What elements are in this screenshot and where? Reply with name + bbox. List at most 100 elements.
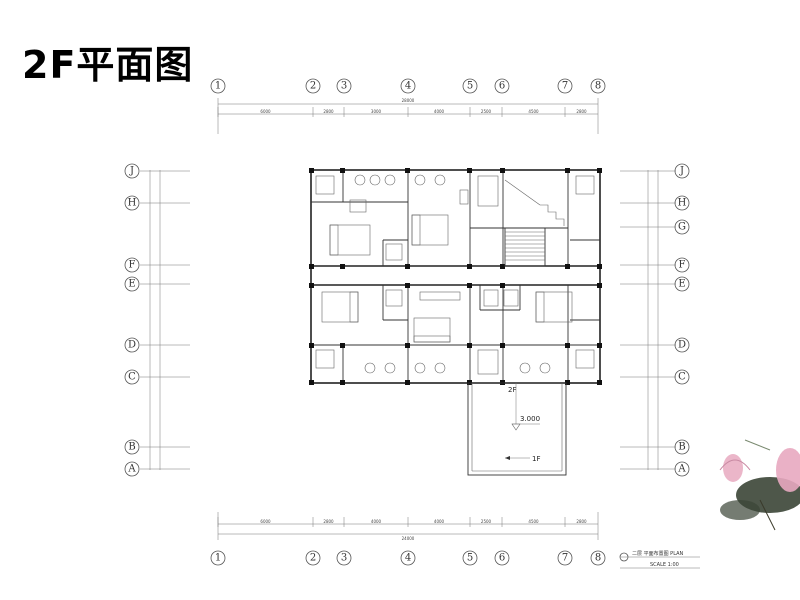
left-axis-E: E (124, 276, 140, 292)
bottom-axis-8: 8 (590, 550, 606, 566)
right-dimension-lines (647, 170, 659, 470)
lotus-leaf-small (720, 500, 760, 520)
top-dimension-2: 2800 (323, 109, 334, 114)
lotus-painting (719, 439, 800, 531)
elevation-label: 3.000 (520, 415, 540, 423)
left-axis-markers: J H FE D C BA (124, 163, 140, 477)
svg-text:8: 8 (595, 81, 601, 92)
svg-text:F: F (679, 260, 686, 271)
svg-text:3: 3 (341, 553, 347, 564)
bottom-dimension-1: 6000 (260, 519, 271, 524)
title-block-line1: 二层 平面布置图 PLAN (632, 550, 684, 557)
left-axis-C: C (124, 369, 140, 385)
svg-text:B: B (128, 442, 135, 453)
bottom-dimension-4: 4000 (434, 519, 445, 524)
right-axis-C: C (674, 369, 690, 385)
svg-text:4: 4 (405, 81, 411, 92)
svg-text:J: J (129, 166, 134, 177)
svg-text:C: C (128, 372, 136, 383)
svg-text:5: 5 (467, 81, 473, 92)
right-axis-E: E (674, 276, 690, 292)
bottom-axis-4: 4 (400, 550, 416, 566)
left-axis-A: A (124, 461, 140, 477)
terrace: 2F 3.000 1F (467, 382, 567, 476)
right-axis-G: G (674, 219, 690, 235)
top-axis-5: 5 (462, 78, 478, 94)
top-dimension-3: 3000 (371, 109, 382, 114)
bottom-axis-7: 7 (557, 550, 573, 566)
bottom-dimension-2: 2800 (323, 519, 334, 524)
bottom-total-dimension: 24000 (402, 536, 415, 541)
top-dimension-5: 2500 (481, 109, 492, 114)
left-dimension-lines (149, 170, 161, 470)
bottom-dimension-5: 2500 (481, 519, 492, 524)
top-axis-3: 3 (336, 78, 352, 94)
svg-text:E: E (678, 279, 685, 290)
svg-text:7: 7 (562, 553, 568, 564)
right-axis-markers: J H G FE D C BA (674, 163, 690, 477)
left-axis-F: F (124, 257, 140, 273)
building-walls (310, 169, 601, 384)
bottom-axis-markers: 1 2 3 4 5 6 7 8 (210, 550, 606, 566)
bottom-dimension-labels: 6000 2800 4000 4000 2500 4500 2800 (217, 517, 587, 527)
left-axis-D: D (124, 337, 140, 353)
page-title: 2F平面图 (22, 43, 194, 87)
top-axis-7: 7 (557, 78, 573, 94)
svg-text:5: 5 (467, 553, 473, 564)
svg-text:G: G (678, 222, 686, 233)
svg-text:E: E (128, 279, 135, 290)
bottom-axis-1: 1 (210, 550, 226, 566)
staircase (504, 179, 565, 267)
bottom-axis-5: 5 (462, 550, 478, 566)
bottom-axis-3: 3 (336, 550, 352, 566)
bottom-dimension-6: 4500 (528, 519, 539, 524)
top-dimension-7: 2800 (576, 109, 587, 114)
svg-text:1: 1 (215, 553, 221, 564)
bottom-axis-2: 2 (305, 550, 321, 566)
grid-leader-lines (140, 170, 676, 470)
svg-text:B: B (678, 442, 685, 453)
svg-text:A: A (677, 464, 686, 475)
svg-text:1: 1 (215, 81, 221, 92)
svg-text:A: A (127, 464, 136, 475)
top-axis-markers: 1 2 3 4 5 6 7 8 (210, 78, 606, 94)
top-axis-6: 6 (494, 78, 510, 94)
top-axis-1: 1 (210, 78, 226, 94)
top-axis-8: 8 (590, 78, 606, 94)
svg-text:8: 8 (595, 553, 601, 564)
svg-text:7: 7 (562, 81, 568, 92)
left-axis-J: J (124, 163, 140, 179)
right-axis-H: H (674, 195, 690, 211)
bottom-dimension-3: 4000 (371, 519, 382, 524)
title-block: 二层 平面布置图 PLAN SCALE 1:00 (619, 550, 700, 569)
svg-text:2: 2 (310, 553, 316, 564)
svg-text:2: 2 (310, 81, 316, 92)
right-axis-B: B (674, 439, 690, 455)
svg-text:H: H (678, 198, 687, 209)
svg-text:D: D (678, 340, 686, 351)
furniture (315, 174, 595, 375)
top-total-dimension: 28000 (402, 98, 415, 103)
top-dimension-4: 4000 (434, 109, 445, 114)
structural-columns (309, 168, 602, 385)
lotus-flower-right (776, 448, 800, 492)
right-axis-J: J (674, 163, 690, 179)
bottom-axis-6: 6 (494, 550, 510, 566)
svg-text:C: C (678, 372, 686, 383)
svg-text:D: D (128, 340, 136, 351)
right-axis-D: D (674, 337, 690, 353)
terrace-upper-mark: 2F (508, 386, 516, 394)
right-axis-F: F (674, 257, 690, 273)
svg-text:F: F (129, 260, 136, 271)
top-dimension-1: 6000 (260, 109, 271, 114)
right-axis-A: A (674, 461, 690, 477)
title-block-line2: SCALE 1:00 (650, 562, 679, 568)
bottom-dimension-7: 2800 (576, 519, 587, 524)
terrace-lower-mark: 1F (532, 455, 540, 463)
svg-text:6: 6 (499, 81, 505, 92)
top-axis-2: 2 (305, 78, 321, 94)
left-axis-B: B (124, 439, 140, 455)
left-axis-H: H (124, 195, 140, 211)
